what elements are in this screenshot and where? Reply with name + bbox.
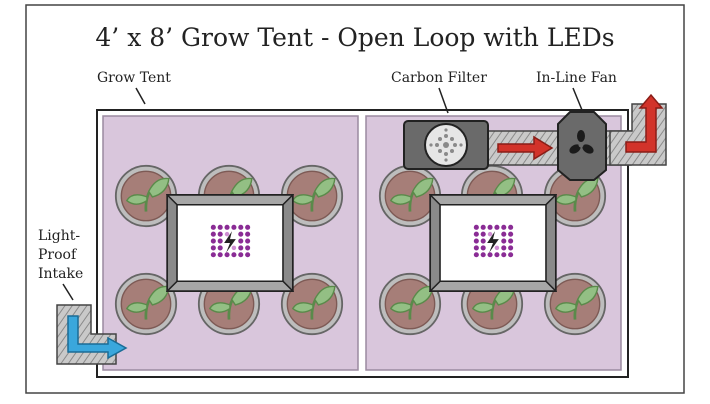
exhaust-arrow-elbow — [625, 93, 664, 153]
intake-label-line3: Intake — [38, 266, 83, 282]
inline-fan-label: In-Line Fan — [536, 70, 617, 86]
led-grow-light-right — [429, 194, 557, 292]
intake-arrow — [67, 315, 128, 360]
diagram-title: 4’ x 8’ Grow Tent - Open Loop with LEDs — [95, 23, 614, 52]
carbon-filter-callout — [438, 87, 449, 114]
carbon-filter-label: Carbon Filter — [391, 70, 487, 86]
intake-label-line1: Light- — [38, 228, 80, 244]
carbon-filter — [403, 120, 489, 170]
grow-tent-label: Grow Tent — [97, 70, 171, 86]
fan-blades-icon — [569, 130, 594, 154]
grow-tent-callout — [135, 87, 146, 105]
intake-label-line2: Proof — [38, 247, 78, 263]
inline-fan — [557, 111, 607, 181]
intake-callout — [62, 283, 74, 301]
inline-fan-callout — [572, 87, 583, 111]
exhaust-arrow-horizontal — [497, 135, 554, 161]
led-grow-light-left — [166, 194, 294, 292]
